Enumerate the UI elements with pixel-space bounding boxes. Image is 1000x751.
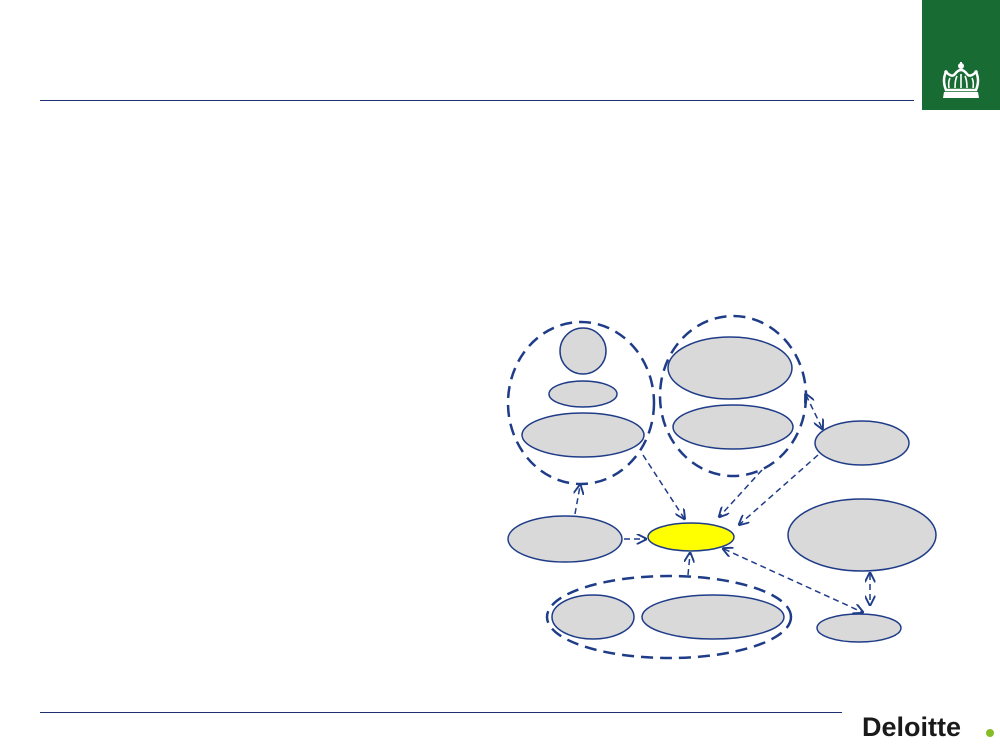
node-bottom-right xyxy=(641,594,785,640)
node-right-large xyxy=(787,498,937,572)
connector-bottom-group-to-center xyxy=(688,554,690,576)
connector-left-input-to-group xyxy=(575,486,580,515)
footer-rule xyxy=(40,712,842,713)
node-center-top xyxy=(667,336,793,400)
node-right-lower xyxy=(816,613,902,643)
node-center-highlight xyxy=(647,522,735,552)
node-bottom-left xyxy=(551,594,635,640)
node-left-middle xyxy=(548,380,618,408)
logo-dot xyxy=(986,729,994,737)
crest-logo xyxy=(922,0,1000,110)
connector-center-group-to-right-upper xyxy=(806,395,822,428)
node-left-top-circle xyxy=(559,327,607,375)
connector-center-group-to-center xyxy=(720,469,763,516)
connector-center-to-right-lower xyxy=(724,549,862,612)
logo-text: Deloitte xyxy=(862,712,961,742)
title-underline xyxy=(40,100,914,101)
node-left-bottom xyxy=(521,412,645,458)
deloitte-wordmark: Deloitte xyxy=(862,712,994,742)
node-center-bottom xyxy=(672,404,794,450)
connector-right-upper-to-center xyxy=(740,454,819,524)
deloitte-logo: Deloitte xyxy=(862,706,1000,746)
node-left-input xyxy=(507,515,623,563)
danish-crown-crest-icon xyxy=(942,62,980,98)
node-right-upper xyxy=(814,420,910,466)
connector-left-group-to-center xyxy=(642,454,684,518)
group-bottom-boundary xyxy=(545,574,793,660)
